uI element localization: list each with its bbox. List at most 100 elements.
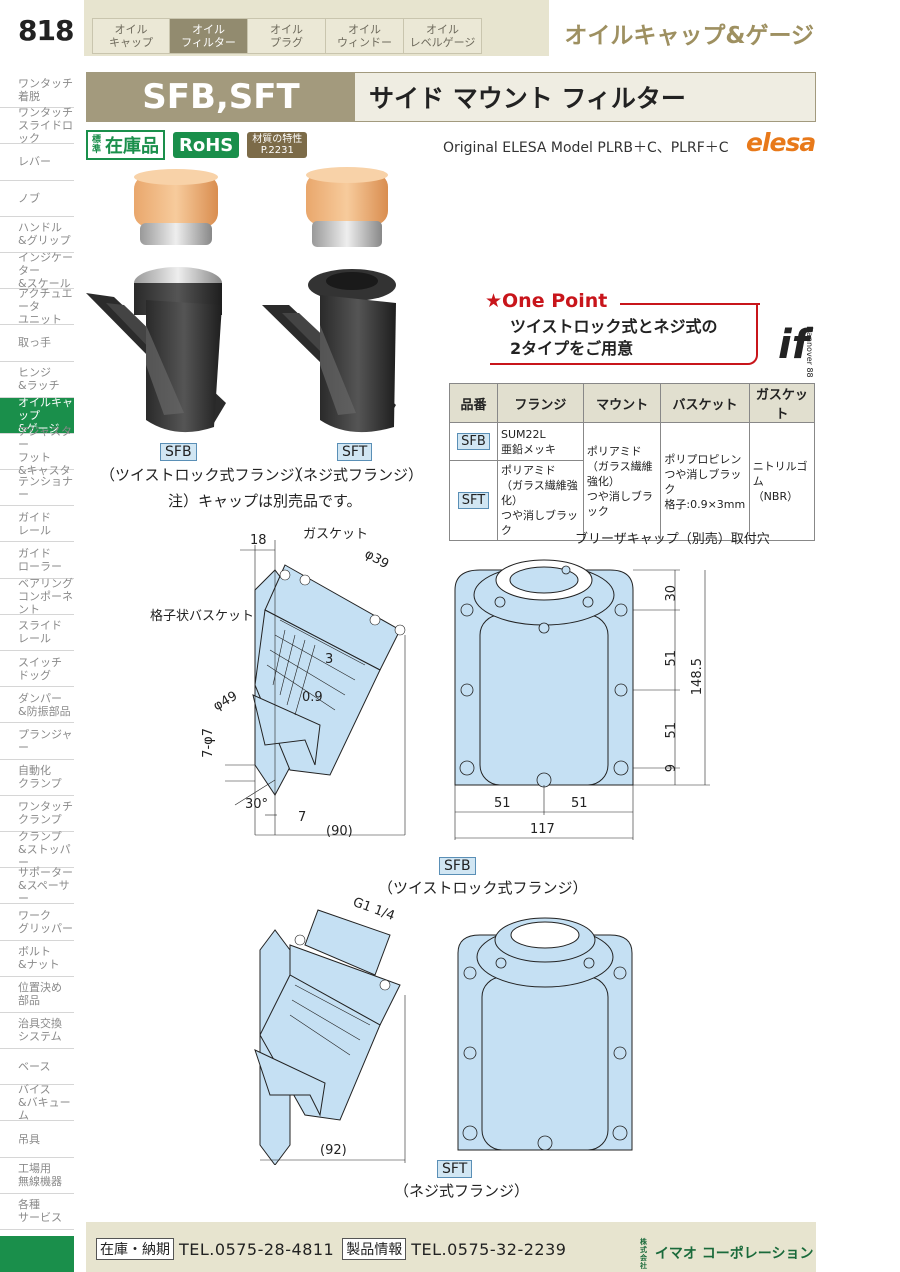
sidebar-item[interactable]: ダンパー &防振部品 xyxy=(0,687,74,724)
model-code: SFB,SFT xyxy=(87,73,355,121)
tab-oil-cap[interactable]: オイル キャップ xyxy=(92,18,170,54)
tab-oil-plug[interactable]: オイル プラグ xyxy=(248,18,326,54)
sidebar-item[interactable]: ワンタッチ クランプ xyxy=(0,796,74,832)
sidebar-item[interactable]: サポーター &スペーサー xyxy=(0,866,74,905)
dim-148-5: 148.5 xyxy=(690,658,705,696)
product-info-label: 製品情報 xyxy=(342,1238,407,1260)
sidebar-item[interactable]: スライド レール xyxy=(0,615,74,651)
dim-30: 30 xyxy=(664,585,679,602)
sidebar-item[interactable]: 自動化 クランプ xyxy=(0,760,74,796)
sft-photo-caption: （ネジ式フランジ） xyxy=(288,466,424,484)
sfb-drawing-caption: （ツイストロック式フランジ） xyxy=(378,879,588,897)
dim-9: 9 xyxy=(664,764,679,773)
sidebar-item[interactable]: アジャスター フット &キャスタ xyxy=(0,425,74,477)
sfb-code: SFB xyxy=(457,433,490,450)
sidebar-item[interactable]: ベース xyxy=(0,1049,74,1086)
sidebar-item[interactable]: ノブ xyxy=(0,181,74,217)
sidebar-item[interactable]: ワンタッチ スライドロック xyxy=(0,106,74,145)
tab-oil-window[interactable]: オイル ウィンドー xyxy=(326,18,404,54)
sidebar-item[interactable]: 取っ手 xyxy=(0,325,74,362)
elesa-logo: elesa xyxy=(746,128,816,157)
product-info-tel[interactable]: TEL.0575-32-2239 xyxy=(411,1239,567,1259)
sfb-photo xyxy=(86,169,226,433)
sft-photo xyxy=(262,167,396,433)
dim-92: (92) xyxy=(320,1143,347,1158)
breather-cap-hole-label: ブリーザキャップ（別売）取付穴 xyxy=(575,532,770,547)
sft-photo-code: SFT xyxy=(337,443,373,461)
sidebar-item[interactable]: レバー xyxy=(0,144,74,181)
sidebar-item[interactable]: オイルキャップ &ゲージ xyxy=(0,396,74,435)
footer-contacts: 在庫・納期 TEL.0575-28-4811 製品情報 TEL.0575-32-… xyxy=(96,1238,574,1260)
dim-117: 117 xyxy=(530,822,555,837)
th-gasket: ガスケット xyxy=(748,383,816,423)
sidebar-item[interactable]: 工場用 無線機器 xyxy=(0,1158,74,1194)
product-title-bar: SFB,SFT サイド マウント フィルター xyxy=(86,72,816,122)
footer-bar xyxy=(86,1222,816,1272)
sidebar-item[interactable]: 各種 サービス xyxy=(0,1194,74,1230)
sidebar-item[interactable]: ガイド ローラー xyxy=(0,542,74,579)
sfb-front-drawing xyxy=(454,559,710,840)
sidebar: ワンタッチ 着脱ワンタッチ スライドロックレバーノブハンドル &グリップインジケ… xyxy=(0,72,74,1230)
cap-sold-separately-note: 注）キャップは別売品です。 xyxy=(168,492,362,510)
sft-code: SFT xyxy=(457,492,490,509)
sidebar-item[interactable]: インジケーター &スケール xyxy=(0,251,74,290)
sidebar-item[interactable]: テンショナー xyxy=(0,470,74,507)
company-small: 株式 会社 xyxy=(640,1238,647,1270)
one-point-text: ツイストロック式とネジ式の 2タイプをご用意 xyxy=(510,317,718,358)
dim-90: (90) xyxy=(326,824,353,839)
th-basket: バスケット xyxy=(660,383,750,423)
sidebar-item[interactable]: 治具交換 システム xyxy=(0,1013,74,1050)
original-model-text: Original ELESA Model PLRB＋C、PLRF＋C xyxy=(443,140,729,156)
dim-0-9: 0.9 xyxy=(302,690,323,705)
sft-drawing-code: SFT xyxy=(437,1160,473,1178)
tab-oil-filter[interactable]: オイル フィルター xyxy=(170,18,248,54)
dim-51-right: 51 xyxy=(571,796,588,811)
dim-51-upper: 51 xyxy=(664,650,679,667)
stock-badge-small: 標準 xyxy=(92,135,102,155)
tab-oil-level-gauge[interactable]: オイル レベルゲージ xyxy=(404,18,482,54)
stock-contact-tel[interactable]: TEL.0575-28-4811 xyxy=(179,1239,335,1259)
basket-cell: ポリプロピレン つや消しブラック 格子:0.9×3mm xyxy=(660,422,750,541)
table-header-row: 品番 フランジ マウント バスケット ガスケット xyxy=(449,383,816,423)
dim-18: 18 xyxy=(250,533,267,548)
gasket-cell: ニトリルゴム （NBR） xyxy=(748,422,816,541)
sidebar-item[interactable]: アクチュエータ ユニット xyxy=(0,287,74,326)
dim-51-lower: 51 xyxy=(664,722,679,739)
sidebar-item[interactable]: バイス &バキューム xyxy=(0,1083,74,1122)
dim-51-left: 51 xyxy=(494,796,511,811)
sidebar-item[interactable]: ガイド レール xyxy=(0,506,74,543)
category-tabs: オイル キャップ オイル フィルター オイル プラグ オイル ウィンドー オイル… xyxy=(92,18,482,54)
sidebar-item[interactable]: ハンドル &グリップ xyxy=(0,217,74,253)
th-part-no: 品番 xyxy=(449,383,498,423)
dim-7-phi7: 7-φ7 xyxy=(201,728,216,758)
lattice-basket-label: 格子状バスケット xyxy=(150,609,255,624)
sidebar-item[interactable]: ワーク グリッパー xyxy=(0,904,74,941)
section-title: オイルキャップ&ゲージ xyxy=(564,23,814,49)
sft-flange: ポリアミド （ガラス繊維強化） つや消しブラック xyxy=(497,460,584,541)
company-logo: 株式 会社 イマオ コーポレーション xyxy=(640,1238,813,1270)
mount-cell: ポリアミド （ガラス繊維強化） つや消しブラック xyxy=(582,422,662,541)
sidebar-item[interactable]: 吊具 xyxy=(0,1121,74,1158)
stock-badge-label: 在庫品 xyxy=(105,136,159,157)
sfb-code-cell: SFB xyxy=(449,422,498,461)
material-badge[interactable]: 材質の特性 P.2231 xyxy=(247,132,308,158)
table-row: SFT ポリアミド （ガラス繊維強化） つや消しブラック xyxy=(449,460,815,541)
product-name: サイド マウント フィルター xyxy=(355,73,815,121)
badge-row: 標準 在庫品 RoHS 材質の特性 P.2231 xyxy=(86,130,308,160)
sft-side-drawing xyxy=(254,909,406,1165)
sidebar-item[interactable]: ボルト &ナット xyxy=(0,941,74,977)
gasket-label: ガスケット xyxy=(303,527,369,542)
sidebar-item[interactable]: 位置決め 部品 xyxy=(0,977,74,1013)
sfb-drawing-code: SFB xyxy=(439,857,476,875)
one-point-box xyxy=(490,305,758,365)
sidebar-item[interactable]: ワンタッチ 着脱 xyxy=(0,72,74,109)
sidebar-item[interactable]: スイッチ ドッグ xyxy=(0,651,74,688)
sidebar-item[interactable]: ヒンジ &ラッチ xyxy=(0,362,74,398)
dim-30deg: 30° xyxy=(245,797,269,812)
sfb-photo-code: SFB xyxy=(160,443,197,461)
sidebar-item[interactable]: プランジャー xyxy=(0,723,74,760)
sidebar-item[interactable]: クランプ &ストッパー xyxy=(0,830,74,869)
sidebar-item[interactable]: ベアリング コンポーネント xyxy=(0,577,74,616)
table-row: SFB SUM22L 亜鉛メッキ ポリアミド （ガラス繊維強化） つや消しブラッ… xyxy=(449,422,816,541)
dim-3: 3 xyxy=(325,652,334,667)
